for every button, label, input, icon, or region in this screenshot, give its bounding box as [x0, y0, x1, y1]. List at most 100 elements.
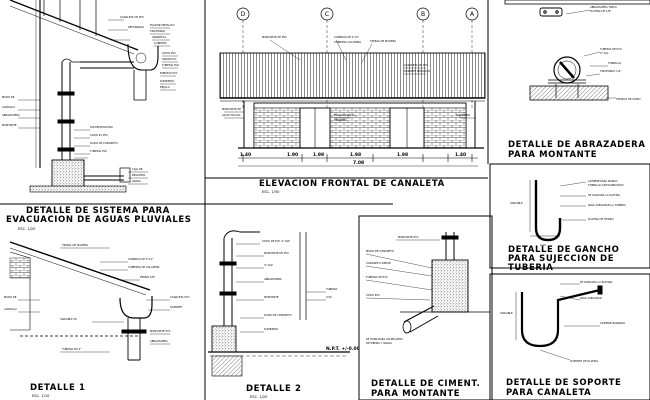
svg-text:SUMIDERO: SUMIDERO — [456, 113, 470, 117]
clamp-title-2: PARA MONTANTE — [508, 150, 597, 160]
svg-text:REGISTRO: REGISTRO — [132, 173, 145, 177]
svg-text:EMBUDO PVC: EMBUDO PVC — [160, 71, 178, 75]
svg-text:MONTANTE DE PVC: MONTANTE DE PVC — [262, 35, 287, 39]
hook-annotations: ADHIERE PARA MARCO TORNILLO ANTICORROSIV… — [510, 179, 626, 247]
svg-text:UNION PVC: UNION PVC — [162, 57, 177, 61]
svg-text:CUBIERTA DE CALAMINA: CUBIERTA DE CALAMINA — [128, 265, 160, 269]
svg-text:MONTANTE DE PVC: MONTANTE DE PVC — [264, 251, 289, 255]
dim-1: 1.40 — [240, 152, 251, 158]
svg-text:4" SAP: 4" SAP — [264, 263, 273, 267]
dim-2: 1.90 — [287, 152, 298, 158]
svg-text:SE SOLDARA LA PLATINA: SE SOLDARA LA PLATINA — [588, 193, 620, 197]
svg-text:CUBIERTA: CUBIERTA — [154, 41, 167, 45]
svg-text:MONTANTE PVC: MONTANTE PVC — [398, 235, 419, 239]
svg-text:SUMIDERO: SUMIDERO — [160, 79, 174, 83]
gutter-system-title-1: DETALLE DE SISTEMA PARA — [26, 206, 170, 216]
clamp-detail — [529, 7, 616, 101]
svg-text:GRAVA: GRAVA — [132, 179, 141, 183]
svg-text:CODO PVC: CODO PVC — [366, 293, 380, 297]
hook-dim-variable: VARIABLE — [510, 201, 523, 205]
svg-text:MURO DE: MURO DE — [4, 295, 17, 299]
elevation-dimensions: 1.40 1.90 1.98 1.98 1.98 1.40 7.08 — [240, 152, 466, 166]
svg-text:MURO DE: MURO DE — [2, 95, 15, 99]
svg-text:CUBIERTA CALAMINA: CUBIERTA CALAMINA — [334, 40, 361, 44]
svg-text:ABRAZADERA: ABRAZADERA — [264, 277, 282, 281]
svg-text:VARIABLE 30: VARIABLE 30 — [60, 317, 77, 321]
gutter-system-title-2: EVACUACION DE AGUAS PLUVIALES — [6, 215, 192, 225]
hook-title-3: TUBERIA — [508, 263, 553, 273]
svg-text:TIJERAL DE MADERA: TIJERAL DE MADERA — [62, 243, 88, 247]
gutter-system-annotations: CANALETA DE PVC REFORZADA FIJADOR METALI… — [2, 15, 179, 183]
front-elevation — [219, 20, 486, 167]
svg-text:EVACUACION AL: EVACUACION AL — [334, 113, 356, 117]
svg-text:TUBERIA DE 4": TUBERIA DE 4" — [62, 347, 81, 351]
svg-text:ABRAZADERA TIPICA: ABRAZADERA TIPICA — [590, 5, 617, 9]
svg-text:CANALETA DE PVC: CANALETA DE PVC — [120, 15, 144, 19]
svg-text:CAJA DE: CAJA DE — [132, 167, 143, 171]
svg-text:MONTANTE: MONTANTE — [264, 295, 279, 299]
svg-text:PARA ASEGURAR LA TUBERIA: PARA ASEGURAR LA TUBERIA — [588, 203, 626, 207]
svg-text:TUBERIA PVC: TUBERIA PVC — [90, 149, 107, 153]
svg-text:ADHIERE PARA MARCO: ADHIERE PARA MARCO — [588, 179, 617, 183]
svg-text:SE DOBLARA LA PLATINA: SE DOBLARA LA PLATINA — [580, 280, 613, 284]
detail-1-scale: ESC. 1/10 — [32, 394, 50, 398]
svg-text:MURO DE CONCRETO: MURO DE CONCRETO — [366, 249, 394, 253]
gutter-system-detail — [9, 0, 178, 193]
detail-2-title: DETALLE 2 — [246, 384, 302, 394]
svg-text:ABRAZADERA: ABRAZADERA — [150, 339, 168, 343]
clamp-annotations: ABRAZADERA TIPICA PLATINA DE 1/8" TUBERI… — [590, 5, 641, 101]
dim-4: 1.98 — [350, 152, 361, 158]
svg-text:TUBERIA: TUBERIA — [326, 287, 337, 291]
svg-text:SOPORTE: SOPORTE — [170, 305, 182, 309]
svg-text:PLATINA DE 1/8": PLATINA DE 1/8" — [590, 9, 611, 13]
foundation-detail — [365, 232, 490, 334]
svg-text:0.50: 0.50 — [326, 295, 332, 299]
dim-3: 1.98 — [313, 152, 324, 158]
dim-6: 1.40 — [455, 152, 466, 158]
support-title-2: PARA CANALETA — [506, 388, 591, 398]
svg-text:VARIABLE: VARIABLE — [500, 311, 513, 315]
svg-text:TUBERIA DE PVC: TUBERIA DE PVC — [600, 47, 622, 51]
svg-text:REFORZADA: REFORZADA — [128, 25, 144, 29]
front-elevation-title: ELEVACION FRONTAL DE CANALETA — [259, 179, 445, 189]
svg-text:SE HABILITARA UN RELLENO: SE HABILITARA UN RELLENO — [366, 337, 403, 341]
svg-text:REJILLA: REJILLA — [160, 85, 170, 89]
svg-text:CODO DE PVC 4" SAP: CODO DE PVC 4" SAP — [262, 239, 290, 243]
svg-text:MONTANTE: MONTANTE — [2, 123, 17, 127]
svg-text:MONTANTE PVC: MONTANTE PVC — [150, 329, 171, 333]
svg-text:TERRENO: TERRENO — [334, 118, 346, 122]
support-annotations: SE DOBLARA LA PLATINA PARA ASEGURAR ADHI… — [500, 280, 625, 363]
svg-text:SUMIDERO: SUMIDERO — [264, 327, 278, 331]
grid-axis-d: D — [241, 11, 246, 18]
svg-text:DE PIEDRA Y GRAVA: DE PIEDRA Y GRAVA — [366, 341, 392, 345]
svg-text:SOPORTE METALICO: SOPORTE METALICO — [404, 69, 430, 73]
detail-2-scale: ESC. 1/20 — [250, 395, 268, 399]
svg-text:TUBERIA PVC: TUBERIA PVC — [162, 63, 179, 67]
support-title-1: DETALLE DE SOPORTE — [506, 378, 621, 388]
svg-text:TUBERIA DE PVC: TUBERIA DE PVC — [366, 275, 388, 279]
svg-text:ADHIERE BARANDA: ADHIERE BARANDA — [600, 321, 625, 325]
svg-text:TIRAFONDO: TIRAFONDO — [150, 29, 165, 33]
hook-title-2: PARA SUJECCION DE — [508, 254, 614, 264]
svg-text:CANALETA PVC: CANALETA PVC — [170, 295, 190, 299]
dim-total: 7.08 — [353, 160, 364, 166]
foundation-title-1: DETALLE DE CIMENT. — [371, 379, 480, 389]
svg-text:CORREAS DE 2"x4": CORREAS DE 2"x4" — [334, 35, 359, 39]
foundation-title-2: PARA MONTANTE — [371, 389, 460, 399]
svg-text:CORREAS DE 2"x4": CORREAS DE 2"x4" — [128, 257, 153, 261]
svg-text:CONCRETO SIMPLE: CONCRETO SIMPLE — [366, 261, 391, 265]
svg-text:TIJERAL DE MADERA: TIJERAL DE MADERA — [370, 39, 396, 43]
gutter-system-scale: ESC. 1/20 — [18, 227, 36, 231]
svg-text:LADRILLO: LADRILLO — [4, 307, 17, 311]
hook-dim-w: 0.10 — [540, 243, 546, 247]
detail-2-annotations: CODO DE PVC 4" SAP MONTANTE DE PVC 4" SA… — [262, 239, 360, 352]
front-elevation-annotations: MONTANTE DE PVC CORREAS DE 2"x4" CUBIERT… — [222, 35, 470, 122]
svg-text:ARANDELA: ARANDELA — [152, 35, 166, 39]
svg-text:PERNO 3/8": PERNO 3/8" — [140, 275, 155, 279]
grid-axis-a: A — [470, 11, 475, 18]
svg-text:SOPORTE DE PLATINA: SOPORTE DE PLATINA — [570, 359, 598, 363]
detail-1-annotations: TIJERAL DE MADERA CORREAS DE 2"x4" CUBIE… — [4, 243, 190, 351]
